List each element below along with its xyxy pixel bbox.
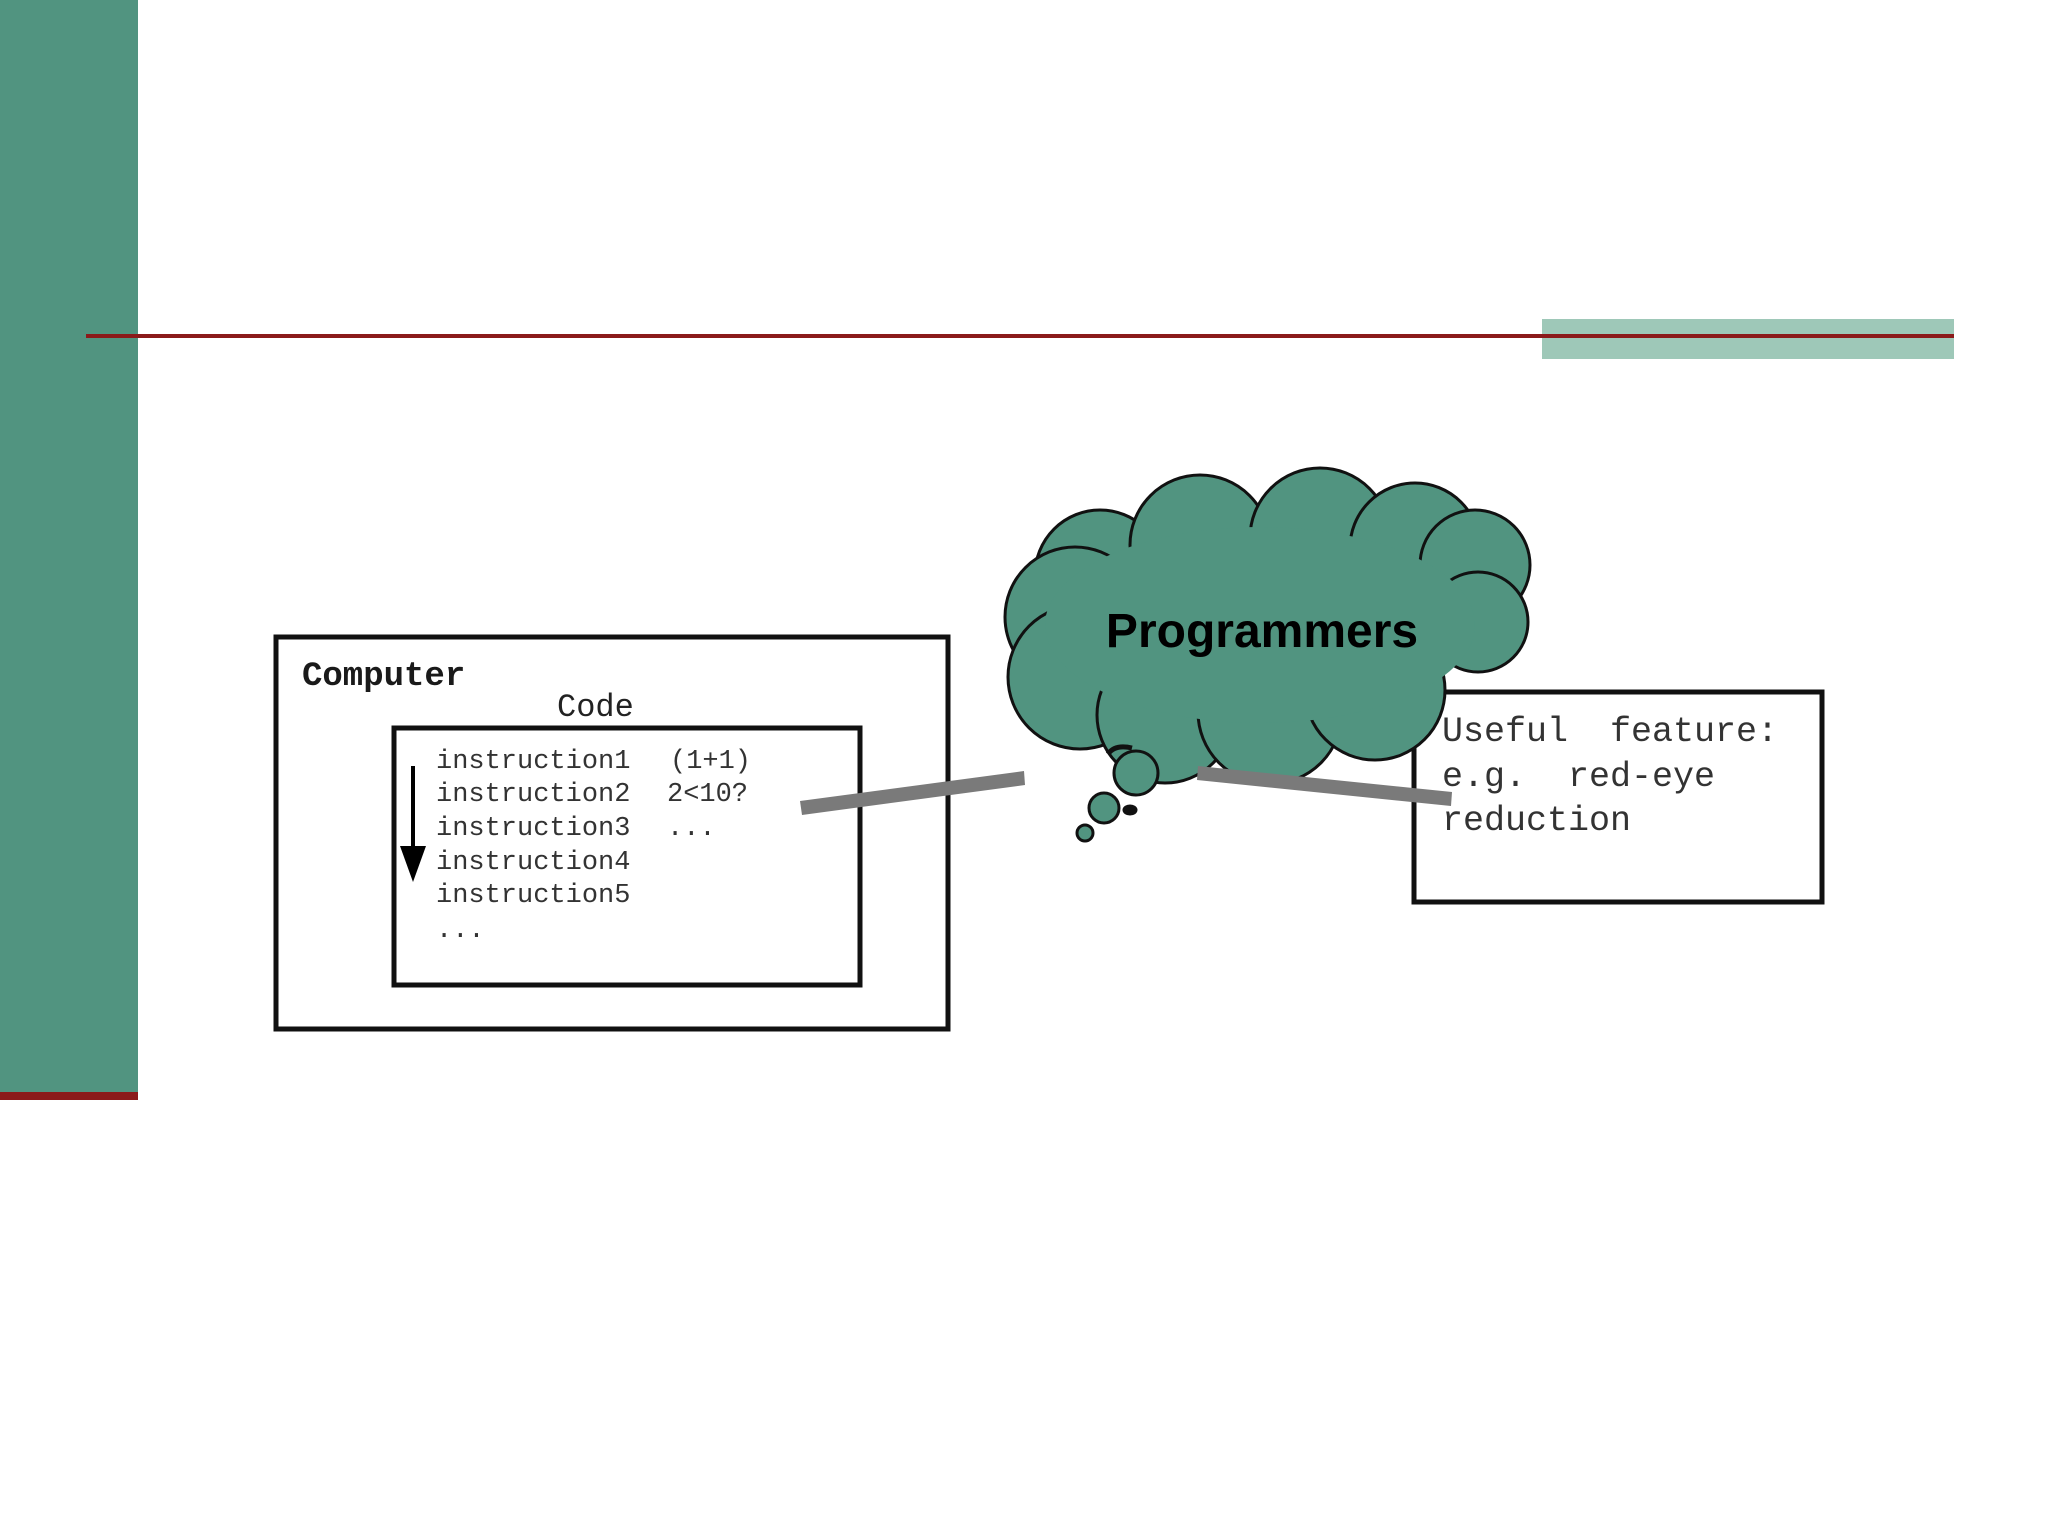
instruction-text: instruction5 — [436, 881, 630, 911]
bubble-dot — [1122, 804, 1138, 816]
sidebar-red-foot — [0, 1092, 138, 1100]
instruction-text: instruction2 — [436, 780, 630, 810]
execution-arrow-head-icon — [400, 846, 426, 882]
connector-left — [800, 771, 1025, 815]
feature-line: Useful feature: — [1442, 712, 1778, 752]
bubble-medium-icon — [1087, 791, 1121, 825]
instruction-text: instruction4 — [436, 848, 630, 878]
instruction-note: ... — [667, 814, 716, 844]
feature-line: reduction — [1442, 801, 1631, 841]
instruction-text: instruction1 — [436, 747, 630, 777]
cloud-core — [1045, 527, 1475, 723]
sidebar-band — [0, 0, 138, 1100]
feature-box — [1411, 689, 1825, 905]
computer-title: Computer — [302, 658, 465, 696]
code-box — [391, 725, 863, 988]
instruction-note: 2<10? — [667, 780, 748, 810]
bubble-curl — [1105, 744, 1133, 756]
header-accent-block — [1542, 319, 1954, 359]
cloud-label: Programmers — [1106, 605, 1418, 658]
instruction-text: ... — [436, 916, 485, 946]
thought-cloud — [1003, 466, 1532, 786]
thought-bubbles — [1075, 744, 1160, 843]
bubble-large-icon — [1112, 749, 1160, 797]
connector-right — [1197, 766, 1452, 806]
bubble-small-icon — [1075, 823, 1095, 843]
feature-line: e.g. red-eye — [1442, 757, 1715, 797]
instruction-note: (1+1) — [670, 747, 751, 777]
code-label: Code — [557, 689, 634, 726]
instruction-list: instruction1 (1+1) instruction2 2<10? in… — [436, 747, 751, 946]
instruction-text: instruction3 — [436, 814, 630, 844]
